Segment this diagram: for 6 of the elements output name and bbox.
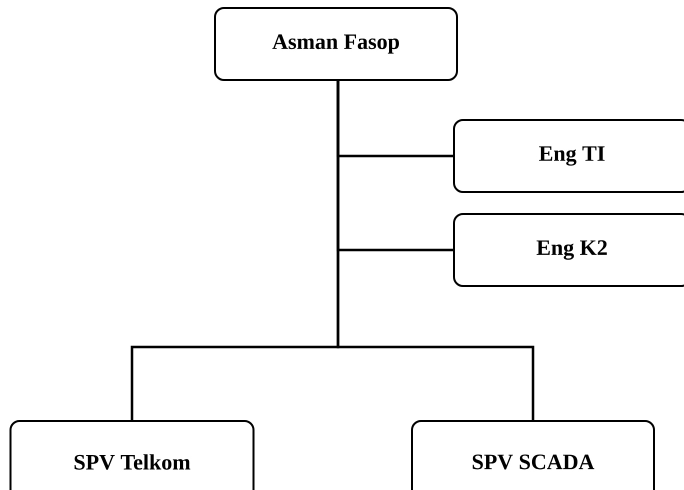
org-box: SPV SCADA [411, 420, 655, 490]
org-box: Asman Fasop [214, 7, 458, 81]
connector-line [336, 80, 534, 420]
org-box: Eng K2 [453, 213, 684, 287]
org-box: SPV Telkom [10, 420, 254, 490]
org-box: Eng TI [453, 119, 684, 193]
